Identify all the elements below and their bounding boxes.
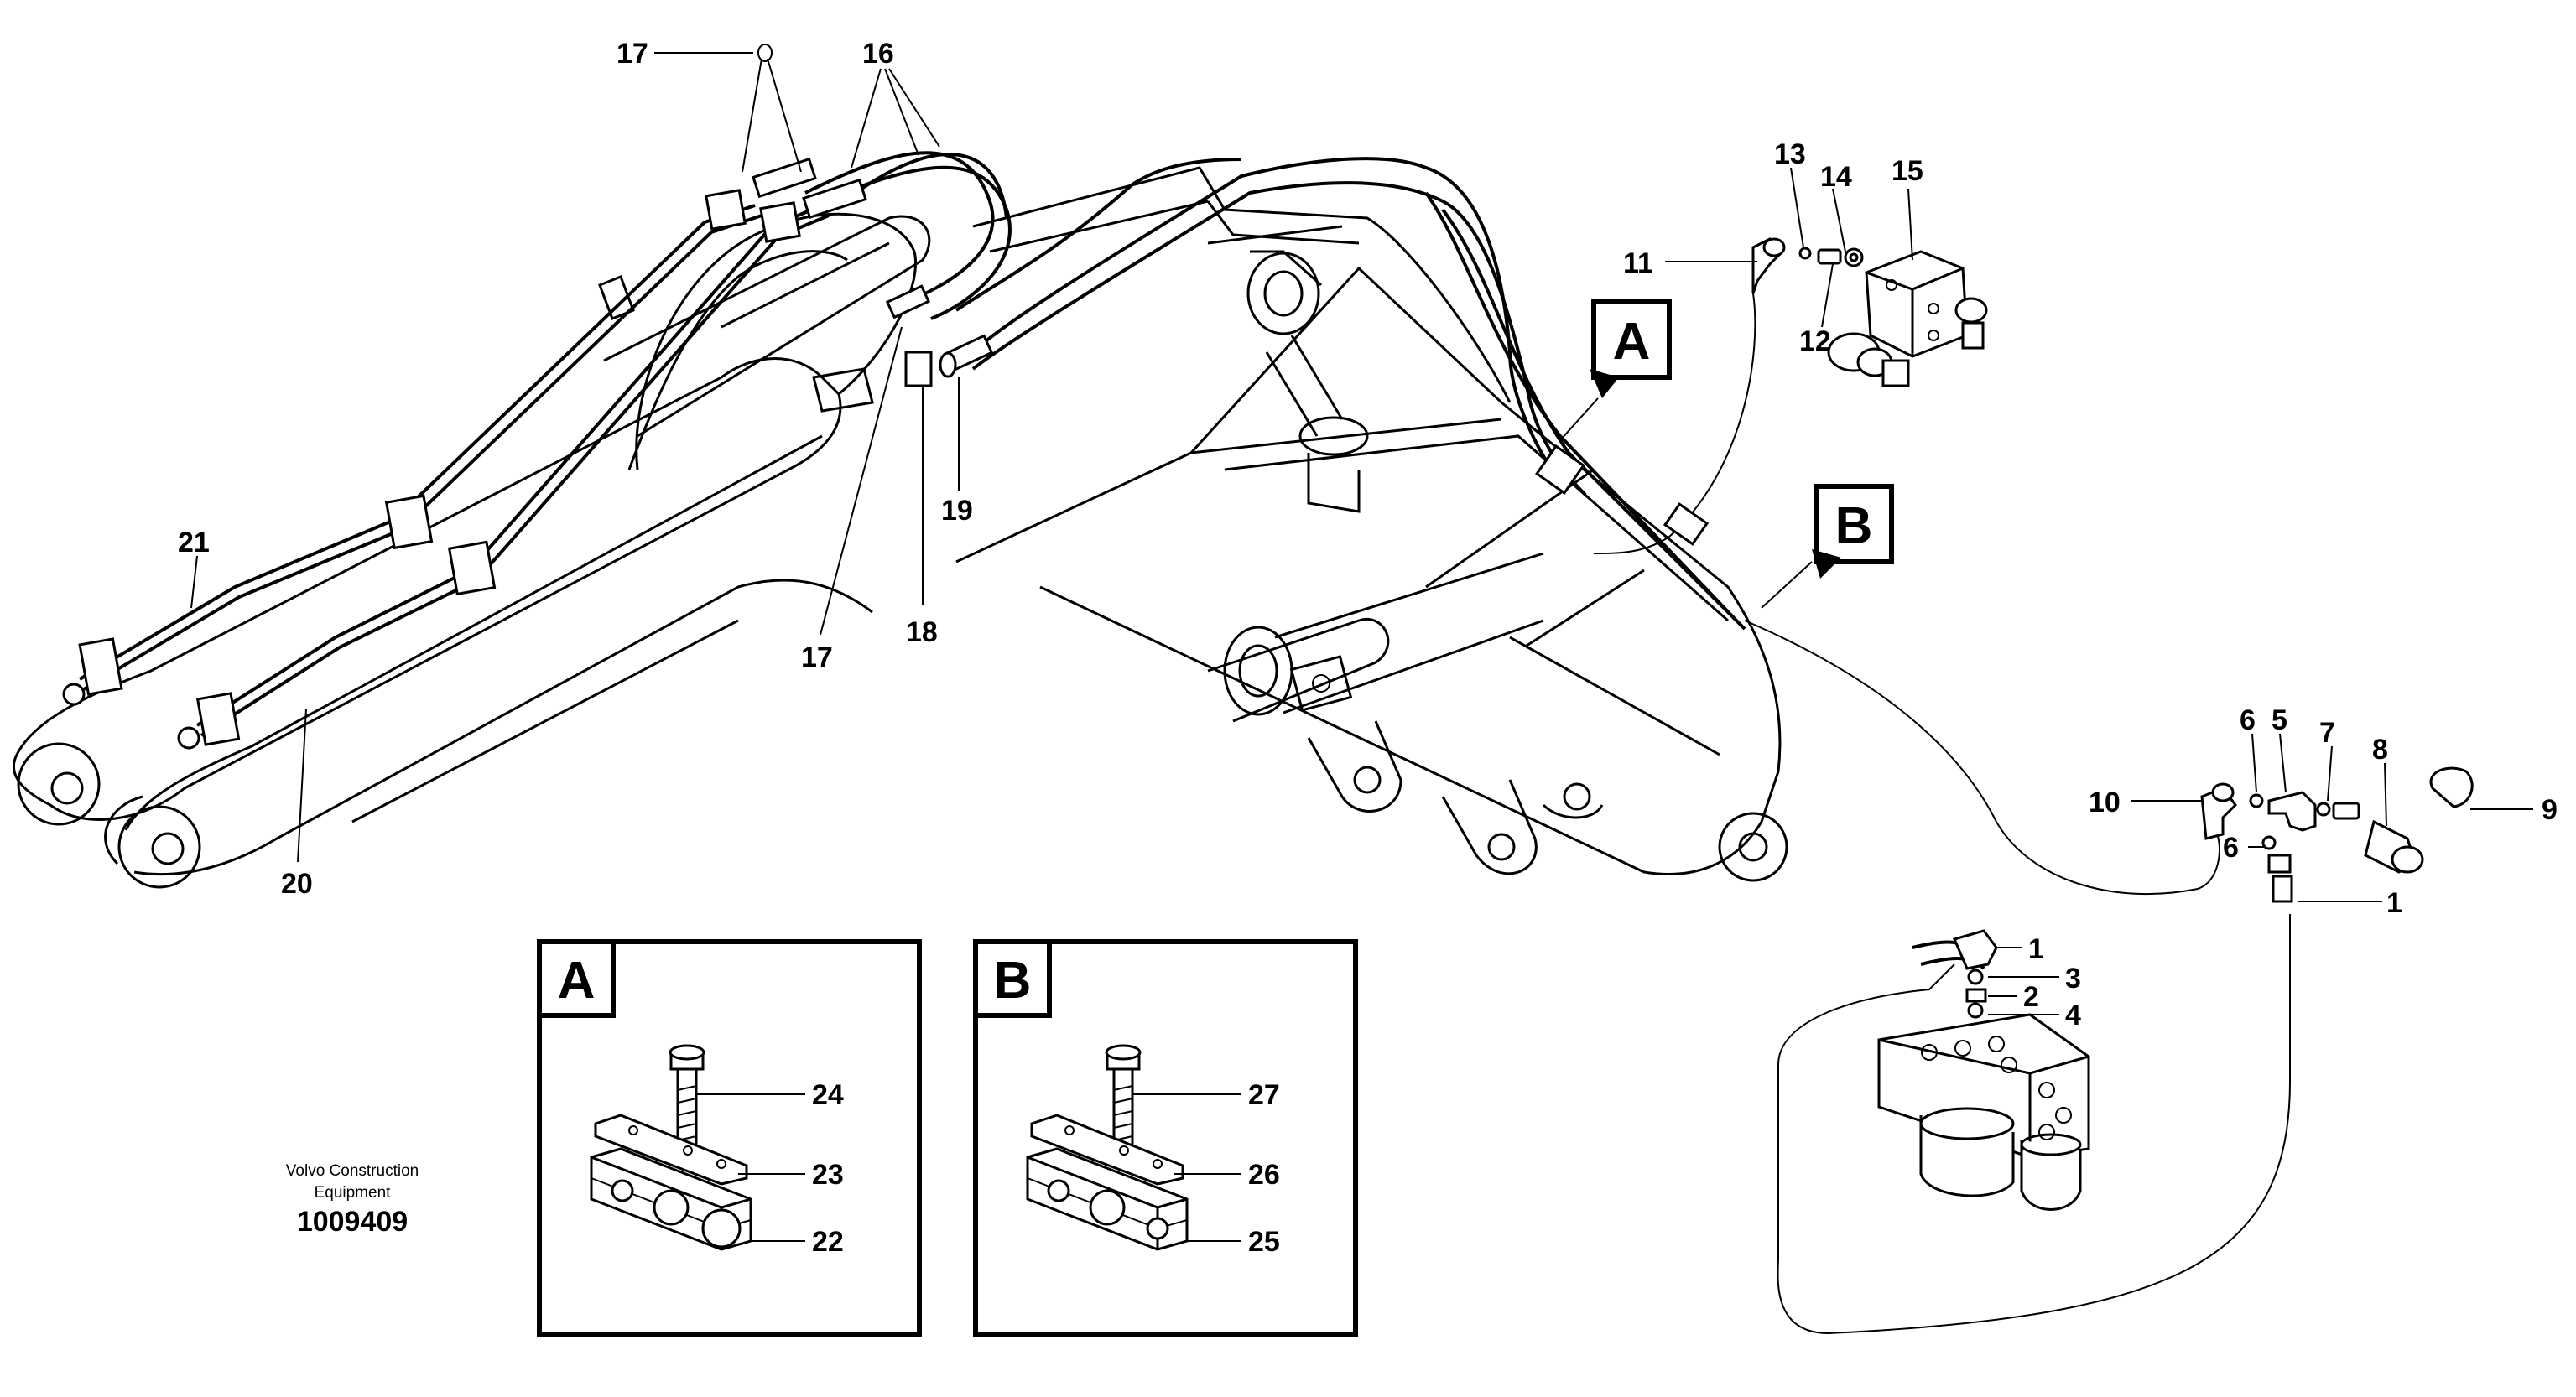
boom-structure [12,166,1788,889]
callout-10: 10 [2089,787,2121,818]
callout-labels: 17 16 21 20 17 18 19 11 13 14 15 12 10 6… [178,38,2558,1031]
callout-20: 20 [281,868,313,900]
callout-15: 15 [1892,155,1923,187]
callout-5: 5 [2272,704,2287,736]
callout-12: 12 [1799,325,1831,357]
callout-22: 22 [812,1226,844,1258]
right-fittings [2200,766,2474,903]
callout-16: 16 [862,38,894,70]
callout-25: 25 [1248,1226,1280,1258]
leader-lines [190,44,2533,1015]
callout-4: 4 [2065,1000,2081,1031]
callout-17-lower: 17 [801,641,833,673]
callout-1-bottom: 1 [2028,933,2044,965]
view-tag-b-letter: B [1835,497,1873,555]
view-tag-a: A [1590,299,1672,398]
callout-2: 2 [2023,981,2039,1013]
callout-6-lower: 6 [2223,832,2239,864]
callout-9: 9 [2542,794,2558,826]
detail-a-tag: A [558,952,596,1010]
callout-26: 26 [1248,1159,1280,1191]
detail-box-b: B 27 26 25 [973,939,1358,1337]
publisher-line-2: Equipment [314,1184,391,1202]
callout-17-top: 17 [617,38,648,70]
callout-1-right: 1 [2386,887,2402,919]
solenoid-valve-assembly [1751,237,1988,387]
callout-23: 23 [812,1159,844,1191]
callout-7: 7 [2319,717,2335,749]
detail-b-tag: B [994,952,1032,1010]
callout-8: 8 [2372,734,2388,766]
callout-6-upper: 6 [2240,704,2256,736]
publisher-line-1: Volvo Construction [285,1162,419,1180]
callout-18: 18 [906,616,938,648]
callout-24: 24 [812,1079,844,1111]
publisher-caption: Volvo Construction Equipment [252,1161,453,1204]
callout-11: 11 [1623,247,1653,279]
view-tag-a-letter: A [1613,313,1651,371]
control-block [1877,929,2090,1211]
callout-13: 13 [1774,138,1806,170]
callout-14: 14 [1820,161,1852,193]
callout-19: 19 [941,495,973,527]
document-number: 1009409 [296,1206,409,1238]
detail-box-a: A 24 23 22 [537,939,922,1337]
line-clamps [62,157,1710,750]
callout-27: 27 [1248,1079,1280,1111]
view-tag-b: B [1812,484,1894,579]
callout-3: 3 [2065,963,2081,995]
callout-21: 21 [178,527,210,558]
